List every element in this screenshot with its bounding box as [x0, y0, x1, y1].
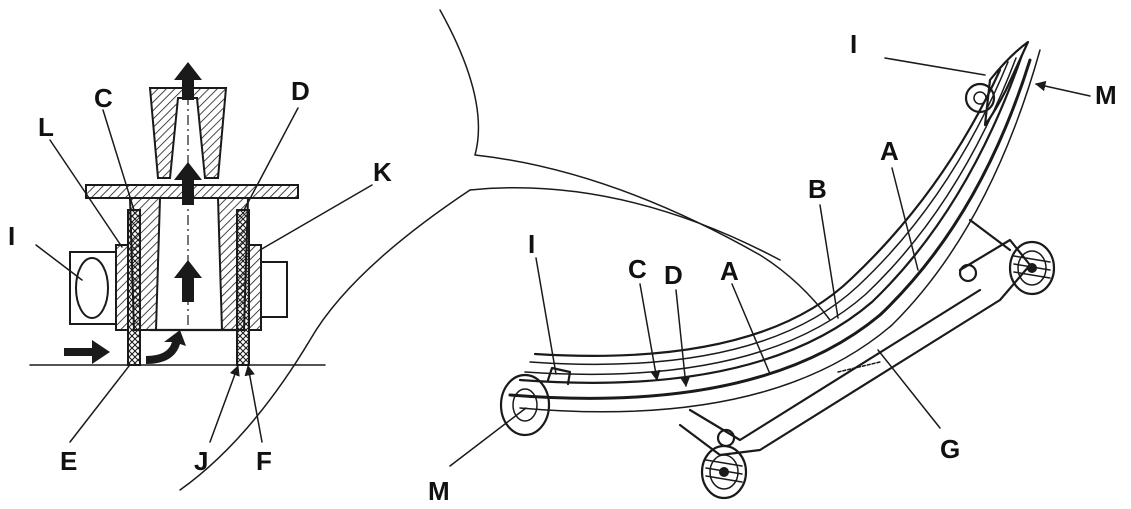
flow-arrow-right [64, 340, 110, 364]
flow-arrows [64, 62, 202, 364]
section-view: C D L K I E J F [8, 62, 392, 476]
label-a-upper: A [880, 136, 899, 166]
nozzle-body [148, 87, 228, 179]
bolt-lower [716, 428, 736, 448]
label-d-right: D [664, 260, 683, 290]
bolt-upper [958, 263, 978, 283]
label-d: D [291, 76, 310, 106]
label-c: C [94, 83, 113, 113]
label-m-bottom: M [428, 476, 450, 506]
housing-k [248, 244, 262, 331]
label-j: J [194, 446, 208, 476]
flow-arrow-up-1 [174, 62, 202, 100]
label-m-top: M [1095, 80, 1117, 110]
curved-bar [508, 49, 1041, 413]
label-l: L [38, 112, 54, 142]
left-roller [499, 373, 551, 437]
filter-layer-c [127, 209, 141, 366]
label-f: F [256, 446, 272, 476]
detail-callout-arcs [179, 9, 831, 491]
label-i-top: I [850, 29, 857, 59]
assembly-leaders [449, 57, 1091, 467]
housing-l [115, 244, 129, 331]
label-a-lower: A [720, 256, 739, 286]
top-roller [964, 82, 996, 114]
label-e: E [60, 446, 77, 476]
label-k: K [373, 157, 392, 187]
wheel-right [1008, 240, 1056, 296]
clip-i [546, 366, 572, 386]
section-leaders [35, 107, 373, 443]
flow-arrow-curve [146, 330, 186, 364]
flow-arrow-up-3 [174, 260, 202, 302]
label-i-lower: I [528, 229, 535, 259]
assembly-view: I M A B I C D A G M [428, 29, 1117, 506]
label-c-right: C [628, 254, 647, 284]
side-block-right [260, 261, 288, 318]
top-end-plate [983, 40, 1030, 127]
lens-element [75, 257, 109, 319]
filter-layer-d [236, 209, 250, 366]
label-b: B [808, 174, 827, 204]
label-i-left: I [8, 221, 15, 251]
flow-arrow-up-2 [174, 162, 202, 205]
label-g: G [940, 434, 960, 464]
